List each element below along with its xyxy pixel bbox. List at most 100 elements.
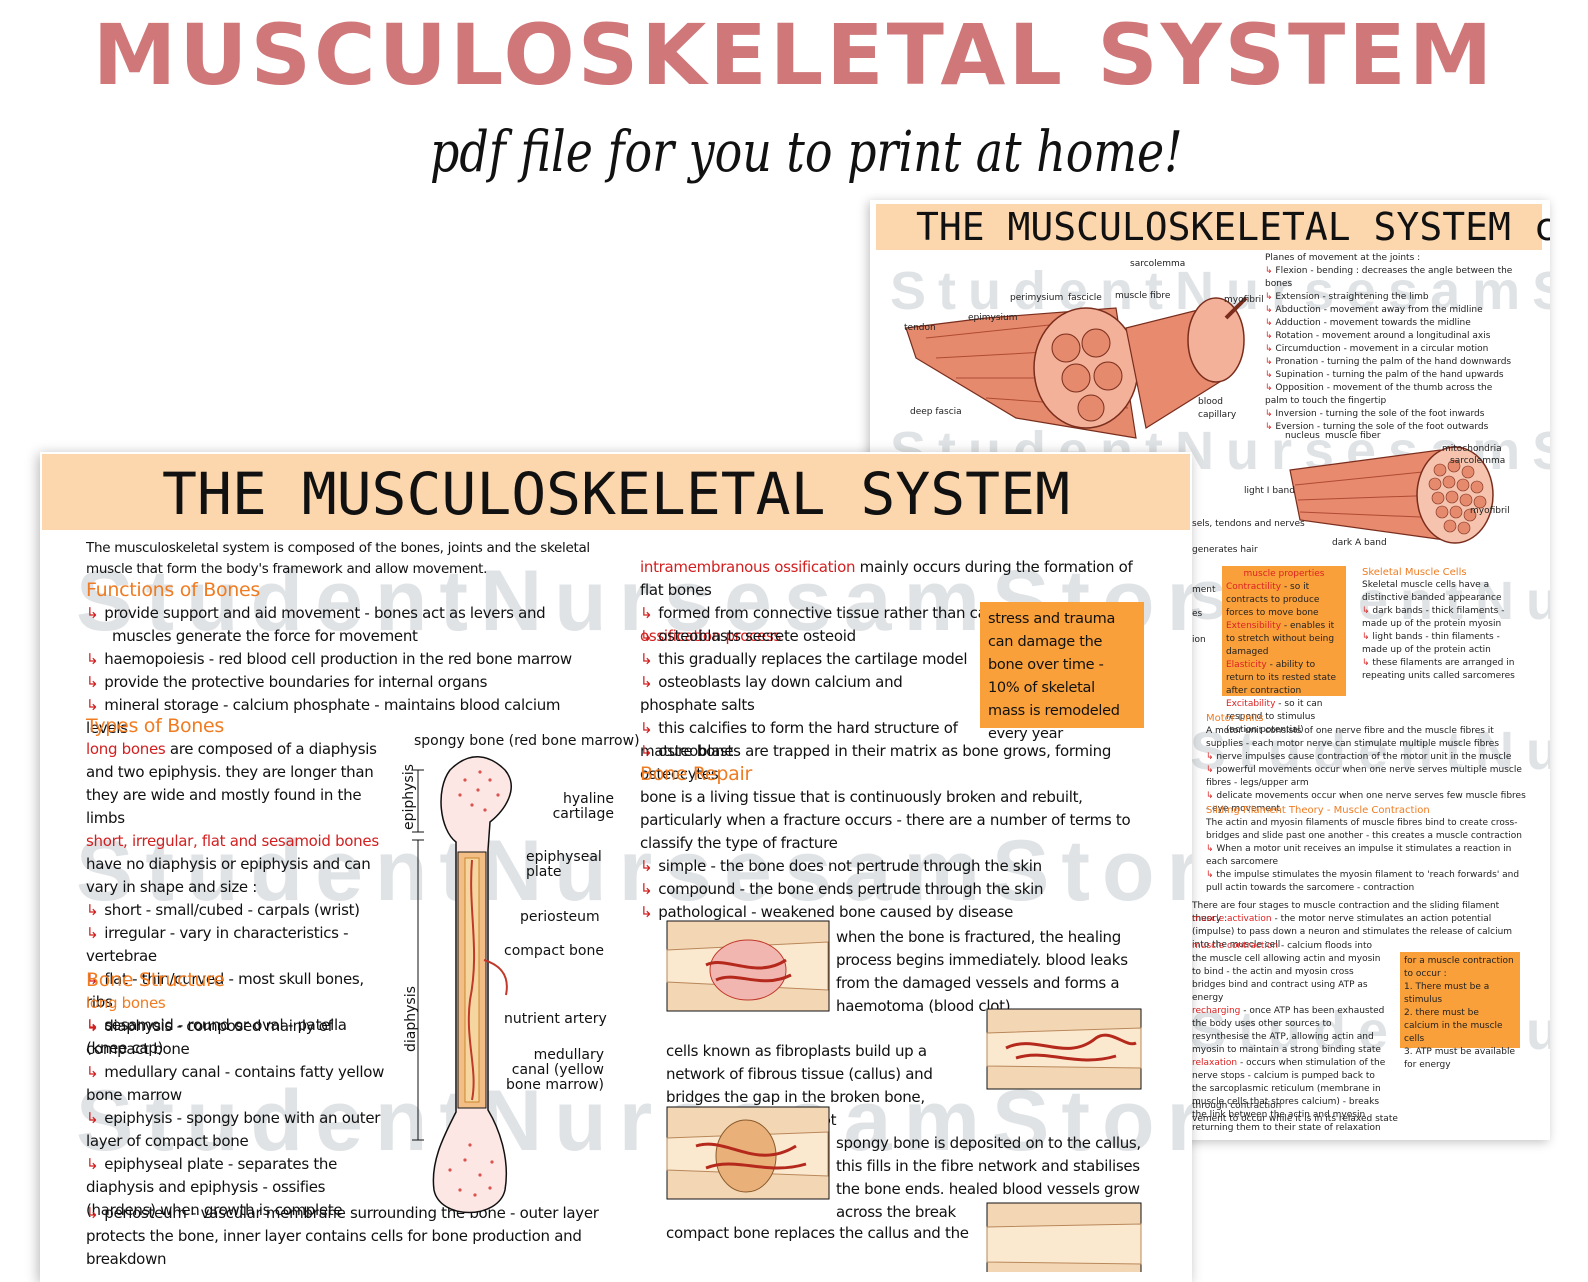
bone-label-periosteum: periosteum (520, 909, 600, 925)
ossification-section: intramembranous ossification mainly occu… (640, 556, 1140, 648)
repair-step-4: compact bone replaces the callus and the (666, 1224, 969, 1242)
planes-item: ↳ Circumduction - movement in a circular… (1265, 344, 1489, 354)
ossification-process-title: ossification process (640, 627, 782, 645)
stages-tail: vement to occur while it is in its relax… (1192, 1114, 1398, 1124)
stages-intro: There are four stages to muscle contract… (1192, 901, 1500, 924)
repair-step-3: spongy bone is deposited on to the callu… (836, 1134, 1141, 1221)
muscle-properties-box: muscle properties Contractility - so it … (1222, 566, 1346, 735)
skeletal-line: Skeletal muscle cells have a distinctive… (1362, 580, 1502, 603)
planes-title: Planes of movement at the joints : (1265, 253, 1421, 263)
front-sheet: THE MUSCULOSKELETAL SYSTEM StudentNurses… (40, 452, 1192, 1282)
planes-item: ↳ Adduction - movement towards the midli… (1265, 318, 1471, 328)
structure-item: ↳periosteum - vascular membrane surround… (86, 1204, 599, 1268)
ossification-item: ↳this calcifies to form the hard structu… (640, 719, 958, 760)
back-sheet-title: THE MUSCULOSKELETAL SYSTEM cont (876, 204, 1550, 250)
diagram-label: epimysium (968, 313, 1018, 323)
sliding-filament: Sliding Filament Theory - Muscle Contrac… (1206, 804, 1526, 895)
diagram-label: muscle fibre (1115, 291, 1171, 301)
repair-title: Bone Repair (640, 763, 752, 785)
diagram-label: fascicle (1068, 293, 1102, 303)
fracture-item: ↳simple - the bone does not pertrude thr… (640, 857, 1042, 875)
structure-item: ↳medullary canal - contains fatty yellow… (86, 1063, 385, 1104)
sliding-line: The actin and myosin filaments of muscle… (1206, 818, 1522, 841)
stage-item: muscle contraction - calcium floods into… (1192, 941, 1381, 1003)
front-sheet-title: THE MUSCULOSKELETAL SYSTEM (42, 454, 1190, 530)
diagram-label: deep fascia (910, 407, 962, 417)
bone-label-diaphysis: diaphysis (403, 986, 419, 1052)
diagram-label: mitochondria (1442, 444, 1502, 454)
stage-item: recharging - once ATP has been exhausted… (1192, 1006, 1385, 1055)
fragment: es (1192, 609, 1203, 619)
fracture-compact-image (986, 1202, 1142, 1272)
ossification-item: ↳this gradually replaces the cartilage m… (640, 650, 968, 668)
bone-label-medullary: medullary canal (yellow bone marrow) (505, 1047, 604, 1093)
motor-line: ↳ nerve impulses cause contraction of th… (1206, 752, 1512, 762)
diagram-label: myofibril (1470, 506, 1510, 516)
diagram-label: light I band (1244, 486, 1295, 496)
functions-title: Functions of Bones (86, 579, 260, 601)
sliding-title: Sliding Filament Theory - Muscle Contrac… (1206, 805, 1430, 816)
fracture-spongy-image (666, 1106, 830, 1200)
property-item: Excitability - so it can respond to stim… (1226, 699, 1323, 735)
skeletal-line: ↳ these filaments are arranged in repeat… (1362, 658, 1515, 681)
diagram-label: sarcolemma (1130, 259, 1186, 269)
property-item: Contractility - so it contracts to produ… (1226, 582, 1320, 618)
function-item: ↳haemopoiesis - red blood cell productio… (86, 650, 572, 668)
contraction-box: for a muscle contraction to occur : 1. T… (1400, 952, 1520, 1070)
diagram-label: blood capillary (1198, 397, 1237, 420)
long-bone-diagram (412, 756, 512, 1214)
functions-section: Functions of Bones ↳provide support and … (86, 578, 606, 740)
stages-tail: through contraction (1192, 1101, 1282, 1111)
contraction-title: for a muscle contraction to occur : (1404, 956, 1514, 979)
contraction-item: 1. There must be a stimulus (1404, 982, 1490, 1005)
bone-label-nutrient: nutrient artery (504, 1011, 607, 1027)
planes-item: ↳ Pronation - turning the palm of the ha… (1265, 357, 1512, 367)
planes-item: ↳ Eversion - turning the sole of the foo… (1265, 422, 1489, 432)
motor-line: ↳ powerful movements occur when one nerv… (1206, 765, 1522, 788)
structure-title: Bone Structure (86, 969, 225, 991)
repair-section: Bone Repair bone is a living tissue that… (640, 762, 1140, 924)
bone-label-epiphysis: epiphysis (401, 764, 417, 830)
watermark: StudentNursesamStore (1190, 721, 1550, 781)
bone-type-item: ↳irregular - vary in characteristics - v… (86, 924, 349, 965)
skeletal-cells: Skeletal Muscle Cells Skeletal muscle ce… (1362, 566, 1522, 683)
diagram-label: sarcolemma (1450, 456, 1506, 466)
stage-item: muscle activation - the motor nerve stim… (1192, 914, 1513, 950)
intramembranous-text: intramembranous ossification mainly occu… (640, 558, 1133, 599)
stage-item: relaxation - occurs when stimulation of … (1192, 1058, 1386, 1133)
ossification-list: ↳osteoblasts secrete osteoid ↳this gradu… (640, 625, 976, 763)
stages-list: muscle contraction - calcium floods into… (1192, 940, 1388, 1135)
property-item: Elasticity - ability to return to its re… (1226, 660, 1337, 696)
contraction-item: 2. there must be calcium in the muscle c… (1404, 1008, 1503, 1044)
planes-item: ↳ Extension - straightening the limb (1265, 292, 1429, 302)
stress-box: stress and trauma can damage the bone ov… (980, 602, 1144, 742)
fracture-item: ↳compound - the bone ends pertrude throu… (640, 880, 1044, 898)
bone-label-hyaline: hyaline cartilage (552, 791, 614, 822)
fragment: sels, tendons and nerves (1192, 519, 1305, 529)
skeletal-line: ↳ dark bands - thick filaments - made up… (1362, 606, 1505, 629)
fragment: ment (1192, 585, 1216, 595)
structure-item: ↳epiphysis - spongy bone with an outer l… (86, 1109, 381, 1150)
bone-type-item: ↳sesamoid - round or oval - patella (kne… (86, 1016, 347, 1057)
planes-item: ↳ Flexion - bending : decreases the angl… (1265, 266, 1513, 289)
ossification-item: ↳osteoblasts secrete osteoid (640, 627, 856, 645)
fracture-item: ↳pathological - weakened bone caused by … (640, 903, 1014, 921)
diagram-label: myofibril (1224, 295, 1264, 305)
diagram-label: dark A band (1332, 538, 1387, 548)
skeletal-cells-title: Skeletal Muscle Cells (1362, 567, 1467, 578)
short-bones-text: short, irregular, flat and sesamoid bone… (86, 832, 379, 896)
fragment: generates hair (1192, 545, 1258, 555)
repair-intro: bone is a living tissue that is continuo… (640, 788, 1131, 852)
watermark: StudentNursesamStore (76, 823, 1192, 919)
fracture-haematoma-image (666, 920, 830, 1012)
planes-item: ↳ Rotation - movement around a longitudi… (1265, 331, 1491, 341)
function-item: ↳provide the protective boundaries for i… (86, 673, 488, 691)
diagram-label: perimysium (1010, 293, 1064, 303)
ossification-item: ↳formed from connective tissue rather th… (640, 604, 1033, 622)
back-sheet: THE MUSCULOSKELETAL SYSTEM cont StudentN… (870, 200, 1550, 1140)
planes-list: ↳ Flexion - bending : decreases the angl… (1265, 265, 1515, 434)
diagram-label: muscle fiber (1325, 431, 1381, 441)
sliding-line: ↳ When a motor unit receives an impulse … (1206, 844, 1512, 867)
structure-section: Bone Structure long bones ↳diaphysis - c… (86, 968, 396, 1222)
property-item: Extensibility - enables it to stretch wi… (1226, 621, 1335, 657)
